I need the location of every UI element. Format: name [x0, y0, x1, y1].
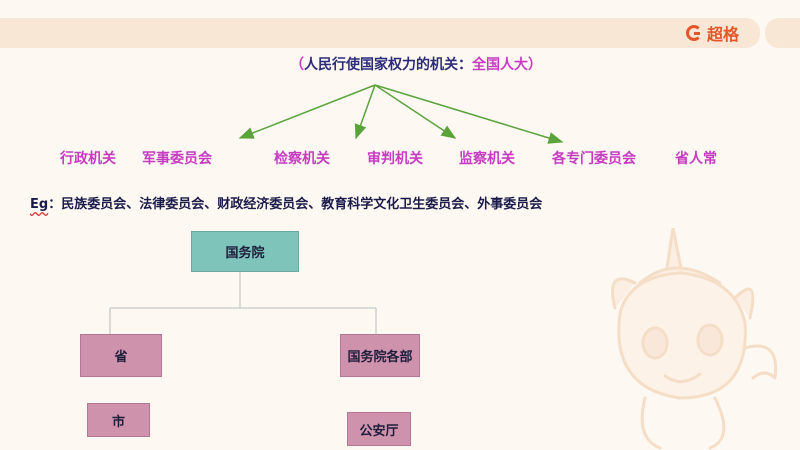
tree-node-city: 市 — [87, 403, 150, 437]
organ-military-commission: 军事委员会 — [142, 151, 212, 167]
example-text: ：民族委员会、法律委员会、财政经济委员会、教育科学文化卫生委员会、外事委员会 — [48, 197, 543, 212]
diagram-title: （人民行使国家权力的机关：全国人大） — [290, 54, 542, 74]
arrow-to-special-committees — [374, 84, 564, 144]
organ-supervision: 监察机关 — [459, 151, 515, 167]
header-band-right — [765, 18, 800, 48]
tree-node-province: 省 — [80, 334, 162, 377]
title-open-paren: （ — [290, 57, 304, 73]
tree-node-ministries: 国务院各部 — [340, 334, 420, 377]
brand-logo: 超格 — [686, 22, 739, 44]
organ-procuratorate: 检察机关 — [274, 151, 330, 167]
tree-node-public-security: 公安厅 — [347, 412, 411, 446]
organ-provincial-standing: 省人常 — [675, 151, 717, 167]
organ-special-committees: 各专门委员会 — [552, 151, 636, 167]
arrow-to-supervision — [374, 84, 457, 139]
arrow-to-procuratorate — [354, 84, 376, 140]
header-band — [0, 18, 760, 48]
tree-root-state-council: 国务院 — [191, 231, 299, 272]
title-close-paren: ） — [528, 57, 542, 73]
title-text: 人民行使国家权力的机关： — [304, 57, 472, 73]
example-label: Eg — [30, 197, 49, 212]
organ-administrative: 行政机关 — [60, 151, 116, 167]
brand-logo-icon — [686, 25, 702, 41]
arrow-to-military — [238, 84, 376, 139]
brand-name: 超格 — [707, 25, 740, 44]
example-line: Eg：民族委员会、法律委员会、财政经济委员会、教育科学文化卫生委员会、外事委员会 — [30, 193, 542, 212]
title-highlight: 全国人大 — [472, 57, 528, 73]
unicorn-mascot — [611, 228, 778, 450]
organ-judicial: 审判机关 — [367, 151, 423, 167]
